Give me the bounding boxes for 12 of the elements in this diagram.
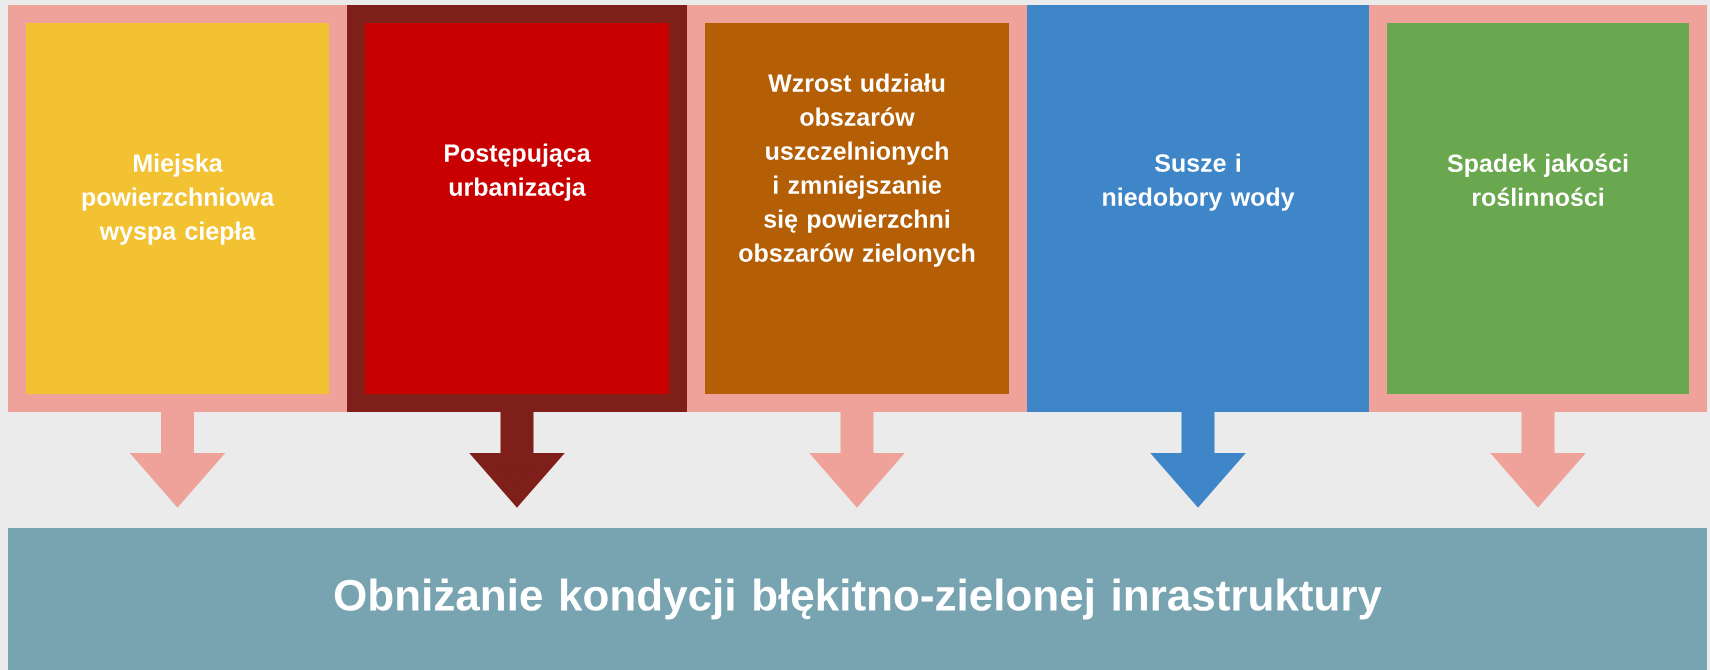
node-label: Wzrost udziału obszarów uszczelnionych i zmniejszanie się powierzchni obszarów zielonych (739, 73, 975, 267)
node-label: Obniżanie kondycji błękitno-zielonej inrastruktury (334, 578, 1382, 620)
node-label: Postępująca urbanizacja (445, 143, 591, 201)
node-label: Miejska powierzchniowa wyspa ciepła (82, 153, 275, 245)
effect-band (8, 528, 1707, 670)
cause-box (8, 5, 347, 412)
cause-box (1027, 5, 1369, 412)
cause-box (1369, 5, 1707, 412)
cause-box (347, 5, 687, 412)
node-label: Susze i niedobory wody (1103, 153, 1295, 211)
node-label: Spadek jakości roślinności (1447, 153, 1628, 207)
cause-box (687, 5, 1027, 412)
